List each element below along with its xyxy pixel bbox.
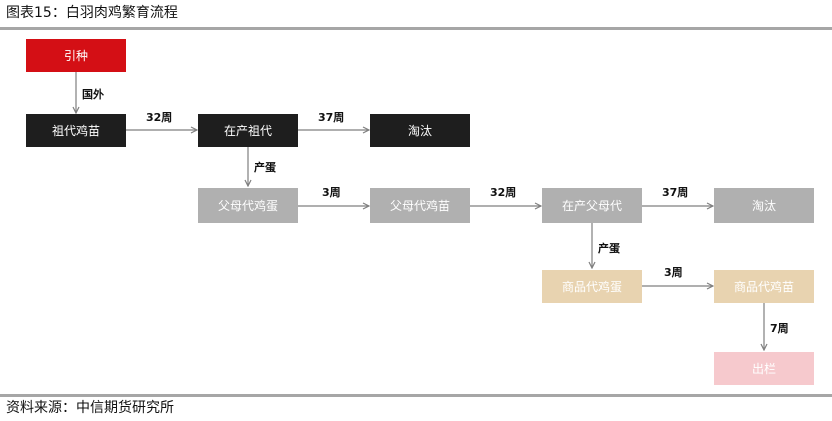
label-laying-a: 产蛋 bbox=[254, 160, 277, 174]
node-gp-chick: 祖代鸡苗 bbox=[26, 114, 126, 147]
node-cm-egg-label: 商品代鸡蛋 bbox=[562, 279, 622, 294]
label-3-weeks-a: 3周 bbox=[322, 186, 341, 199]
node-cull-2-label: 淘汰 bbox=[752, 199, 776, 213]
node-ps-chick: 父母代鸡苗 bbox=[370, 188, 470, 223]
node-ps-chick-label: 父母代鸡苗 bbox=[390, 198, 450, 213]
source-note: 资料来源：中信期货研究所 bbox=[6, 400, 174, 416]
node-intro: 引种 bbox=[26, 39, 126, 72]
label-abroad: 国外 bbox=[82, 87, 104, 101]
node-gp-laying: 在产祖代 bbox=[198, 114, 298, 147]
label-37-weeks-a: 37周 bbox=[318, 111, 344, 124]
edge-labels: 国外 32周 37周 产蛋 3周 32周 37周 产蛋 3周 7周 bbox=[82, 87, 789, 335]
node-ps-egg-label: 父母代鸡蛋 bbox=[218, 198, 278, 213]
label-32-weeks-b: 32周 bbox=[490, 186, 516, 199]
node-gp-chick-label: 祖代鸡苗 bbox=[52, 123, 100, 138]
node-intro-label: 引种 bbox=[64, 49, 88, 63]
node-cull-1-label: 淘汰 bbox=[408, 124, 432, 138]
node-market-label: 出栏 bbox=[752, 361, 776, 376]
node-cm-chick: 商品代鸡苗 bbox=[714, 270, 814, 303]
node-gp-laying-label: 在产祖代 bbox=[224, 123, 272, 138]
label-3-weeks-b: 3周 bbox=[664, 266, 683, 279]
bottom-divider bbox=[0, 394, 832, 397]
figure-title: 图表15：白羽肉鸡繁育流程 bbox=[6, 5, 178, 21]
label-7-weeks: 7周 bbox=[770, 322, 789, 335]
node-ps-laying-label: 在产父母代 bbox=[562, 199, 622, 213]
node-ps-egg: 父母代鸡蛋 bbox=[198, 188, 298, 223]
node-cull-2: 淘汰 bbox=[714, 188, 814, 223]
node-market: 出栏 bbox=[714, 352, 814, 385]
label-32-weeks-a: 32周 bbox=[146, 111, 172, 124]
node-cm-chick-label: 商品代鸡苗 bbox=[734, 279, 794, 294]
node-ps-laying: 在产父母代 bbox=[542, 188, 642, 223]
label-laying-b: 产蛋 bbox=[598, 241, 621, 255]
node-cm-egg: 商品代鸡蛋 bbox=[542, 270, 642, 303]
top-divider bbox=[0, 27, 832, 30]
arrows bbox=[76, 72, 764, 350]
node-cull-1: 淘汰 bbox=[370, 114, 470, 147]
label-37-weeks-b: 37周 bbox=[662, 186, 688, 199]
